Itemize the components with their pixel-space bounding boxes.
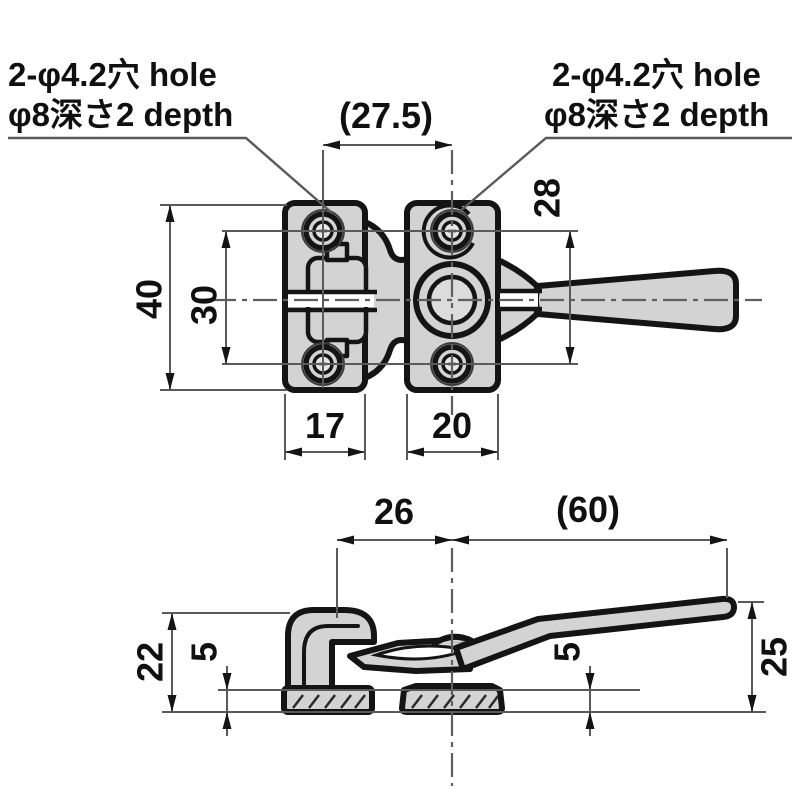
keeper-slot (288, 294, 374, 307)
hole-note-left-line1: 2-φ4.2穴 hole (8, 56, 217, 93)
hole-note-left-line2: φ8深さ2 depth (8, 96, 233, 133)
top-view: 2-φ4.2穴 hole φ8深さ2 depth 2-φ4.2穴 hole φ8… (8, 56, 792, 460)
dim-plate-height: 40 (129, 279, 170, 319)
hatch-marks (292, 694, 499, 709)
lever-arm (453, 595, 737, 672)
dim-base-thickness-right: 5 (547, 642, 588, 662)
hole-note-right-line1: 2-φ4.2穴 hole (552, 56, 761, 93)
dim-plate-width-right: 20 (432, 405, 472, 446)
keeper-base (281, 685, 375, 715)
dim-hole-pitch-right: 28 (527, 178, 568, 218)
side-view: 26 (60) 22 5 5 25 (130, 489, 795, 786)
dim-keeper-height: 22 (130, 642, 171, 682)
leader-left (8, 136, 333, 214)
dim-screw-span: (27.5) (339, 95, 433, 136)
dim-lever-length: (60) (556, 489, 620, 530)
dim-keeper-to-center: 26 (374, 491, 414, 532)
dim-plate-width-left: 17 (305, 405, 345, 446)
hole-note-right-line2: φ8深さ2 depth (544, 96, 769, 133)
dim-hole-pitch-left: 30 (184, 285, 225, 325)
dim-base-thickness-left: 5 (184, 642, 225, 662)
keeper-hook-inner (302, 624, 360, 692)
dim-overall-height: 25 (754, 637, 795, 677)
leader-right (458, 136, 792, 213)
